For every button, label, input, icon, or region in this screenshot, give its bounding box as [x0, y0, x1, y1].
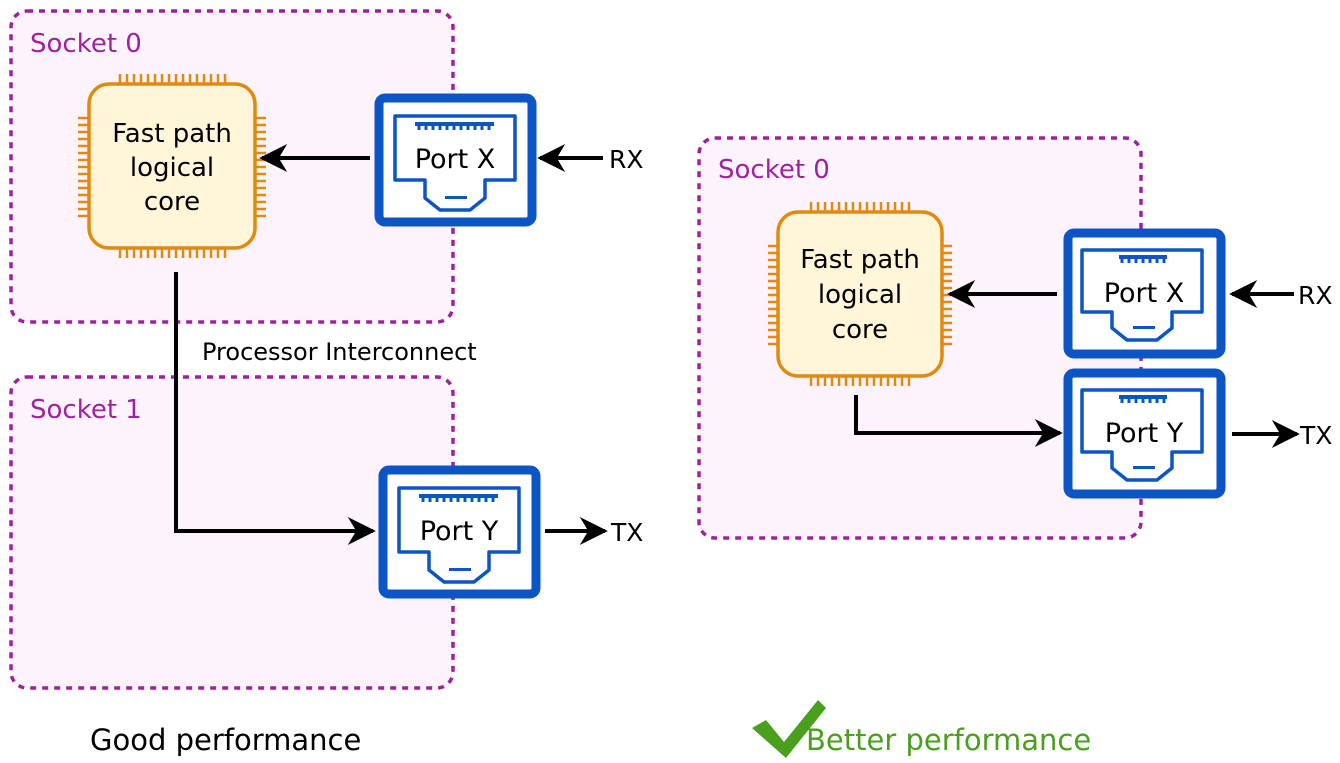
core-label-line-1: Fast path: [112, 119, 232, 149]
cpu-core-icon-right: [768, 202, 952, 386]
cpu-core-icon: [78, 74, 266, 258]
tx-label: TX: [610, 518, 643, 547]
socket-1-label: Socket 1: [30, 395, 142, 425]
interconnect-label: Processor Interconnect: [202, 338, 477, 366]
ethernet-port-x-icon-right: [1063, 228, 1226, 359]
right-diagram: Socket 0 Fast path logical core Port X: [697, 136, 1333, 758]
rx-label: RX: [609, 145, 644, 174]
core-label-right-line-2: logical: [818, 280, 902, 310]
left-diagram: Socket 0 Socket 1 Processor Interconnect…: [9, 9, 644, 757]
core-label-right-line-3: core: [832, 315, 888, 345]
ethernet-port-y-icon: [378, 465, 541, 599]
core-label-line-2: logical: [130, 153, 214, 183]
caption-good-performance: Good performance: [90, 723, 361, 757]
checkmark-icon: [752, 700, 826, 758]
port-y-label-right: Port Y: [1105, 418, 1184, 449]
core-label-right-line-1: Fast path: [800, 245, 920, 275]
core-label-line-3: core: [144, 187, 200, 217]
port-y-label: Port Y: [420, 516, 499, 547]
tx-label-right: TX: [1299, 421, 1332, 450]
arrow-core-to-porty: [174, 272, 376, 545]
socket-0-label: Socket 0: [30, 29, 142, 59]
caption-better-performance: Better performance: [806, 723, 1091, 757]
arrow-core-to-porty-right: [854, 395, 1063, 447]
rx-label-right: RX: [1298, 281, 1333, 310]
port-x-label-right: Port X: [1104, 278, 1185, 309]
port-x-label: Port X: [415, 144, 496, 175]
ethernet-port-x-icon: [374, 93, 537, 227]
socket-0-label-right: Socket 0: [718, 155, 830, 185]
ethernet-port-y-icon-right: [1063, 368, 1226, 499]
